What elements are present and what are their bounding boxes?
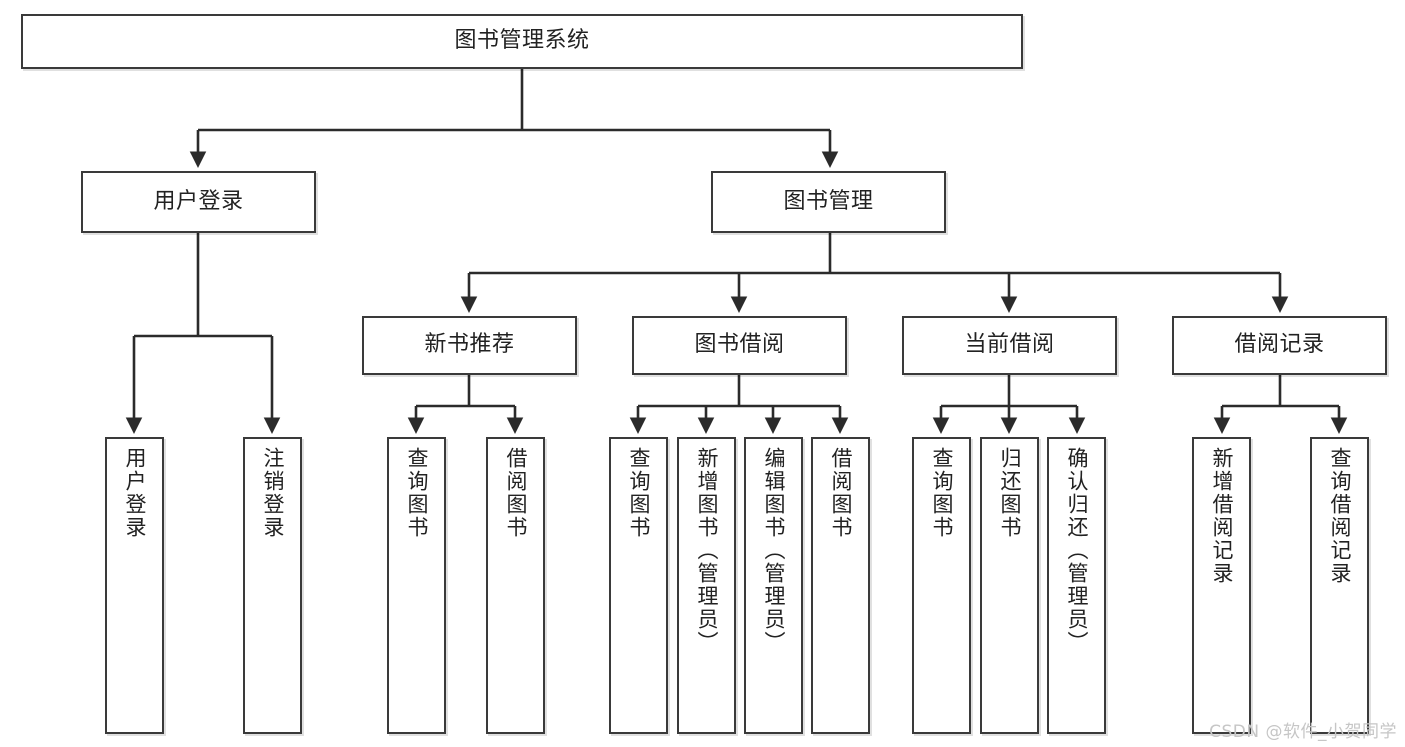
node-root[interactable]: 图书管理系统 <box>21 14 1023 69</box>
node-borrow-record-label: 借阅记录 <box>1234 332 1325 358</box>
node-leaf-logout[interactable]: 注销登录 <box>243 437 302 734</box>
node-leaf-user-login-label: 用户登录 <box>123 447 147 539</box>
csdn-watermark: CSDN @软件_小贺同学 <box>1209 722 1397 742</box>
node-leaf-logout-label: 注销登录 <box>261 447 285 539</box>
node-leaf-query-book-3-label: 查询图书 <box>930 447 954 539</box>
node-leaf-add-book-label: 新增图书（管理员） <box>695 447 719 654</box>
node-user-login[interactable]: 用户登录 <box>81 171 316 233</box>
node-leaf-borrow-book-2-label: 借阅图书 <box>829 447 853 539</box>
node-new-book-rec-label: 新书推荐 <box>424 332 515 358</box>
node-leaf-return-book[interactable]: 归还图书 <box>980 437 1039 734</box>
node-leaf-borrow-book-1-label: 借阅图书 <box>504 447 528 539</box>
node-leaf-add-record[interactable]: 新增借阅记录 <box>1192 437 1251 734</box>
node-book-manage[interactable]: 图书管理 <box>711 171 946 233</box>
node-leaf-borrow-book-2[interactable]: 借阅图书 <box>811 437 870 734</box>
node-borrow-record[interactable]: 借阅记录 <box>1172 316 1387 375</box>
node-leaf-borrow-book-1[interactable]: 借阅图书 <box>486 437 545 734</box>
node-leaf-edit-book-label: 编辑图书（管理员） <box>762 447 786 654</box>
node-user-login-label: 用户登录 <box>153 188 244 214</box>
node-book-borrow[interactable]: 图书借阅 <box>632 316 847 375</box>
node-leaf-return-book-label: 归还图书 <box>998 447 1022 539</box>
node-leaf-add-record-label: 新增借阅记录 <box>1210 447 1234 585</box>
node-leaf-user-login[interactable]: 用户登录 <box>105 437 164 734</box>
node-leaf-confirm-return[interactable]: 确认归还（管理员） <box>1047 437 1106 734</box>
node-root-label: 图书管理系统 <box>454 28 590 54</box>
node-book-borrow-label: 图书借阅 <box>694 332 785 358</box>
node-leaf-edit-book[interactable]: 编辑图书（管理员） <box>744 437 803 734</box>
node-leaf-query-record[interactable]: 查询借阅记录 <box>1310 437 1369 734</box>
node-new-book-rec[interactable]: 新书推荐 <box>362 316 577 375</box>
node-book-manage-label: 图书管理 <box>783 188 874 214</box>
node-leaf-query-book-2[interactable]: 查询图书 <box>609 437 668 734</box>
node-leaf-query-record-label: 查询借阅记录 <box>1328 447 1352 585</box>
node-leaf-confirm-return-label: 确认归还（管理员） <box>1065 447 1089 654</box>
node-current-borrow-label: 当前借阅 <box>964 332 1055 358</box>
node-leaf-query-book-1[interactable]: 查询图书 <box>387 437 446 734</box>
node-leaf-query-book-1-label: 查询图书 <box>405 447 429 539</box>
node-current-borrow[interactable]: 当前借阅 <box>902 316 1117 375</box>
node-leaf-add-book[interactable]: 新增图书（管理员） <box>677 437 736 734</box>
node-leaf-query-book-3[interactable]: 查询图书 <box>912 437 971 734</box>
node-leaf-query-book-2-label: 查询图书 <box>627 447 651 539</box>
